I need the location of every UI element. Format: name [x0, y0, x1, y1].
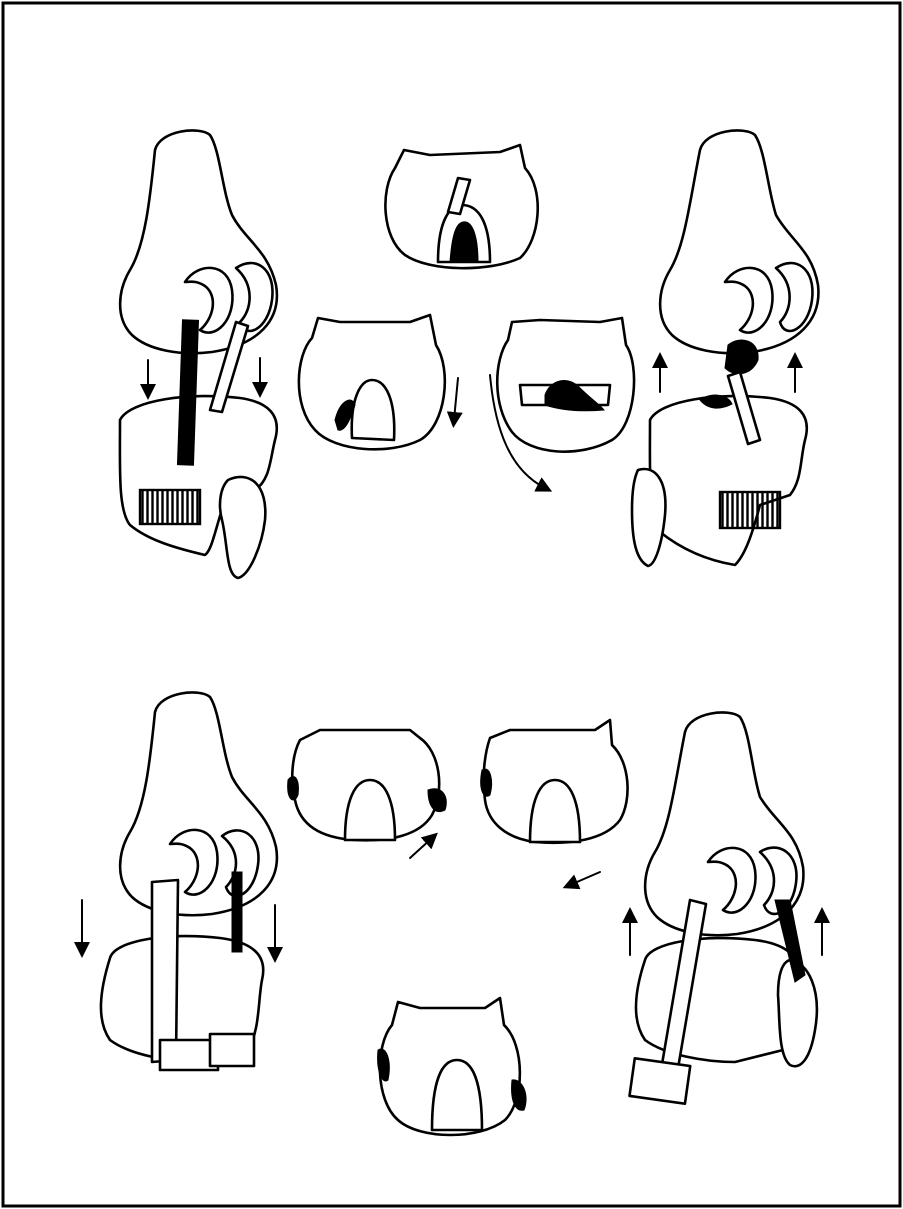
bottom-center-right-tibial-plateau — [481, 720, 628, 885]
top-center-right-tibial-plateau — [490, 318, 634, 488]
top-right-knee — [632, 130, 818, 566]
bottom-left-knee — [82, 692, 277, 1070]
bottom-center-lower-tibial-plateau — [378, 998, 526, 1135]
top-center-upper-tibial-plateau — [385, 145, 537, 268]
top-center-left-tibial-plateau — [299, 315, 458, 449]
top-left-knee — [120, 130, 277, 578]
bottom-center-left-tibial-plateau — [288, 730, 447, 858]
bottom-right-knee — [629, 712, 822, 1103]
